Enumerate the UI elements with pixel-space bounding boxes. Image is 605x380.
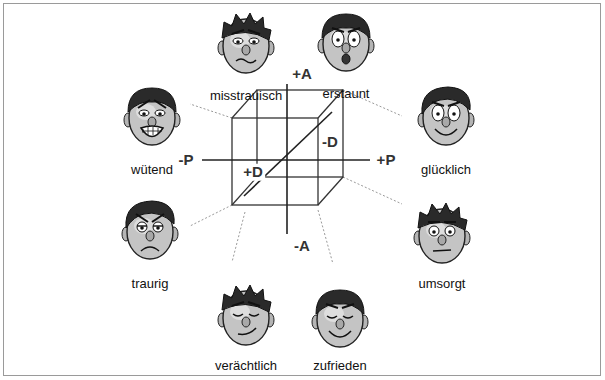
emotion-label: zufrieden (313, 359, 366, 373)
emotion-label: erstaunt (323, 87, 370, 101)
emotion-label: verächtlich (215, 359, 277, 373)
axis-label: -D (320, 134, 340, 151)
cartoon-face (124, 88, 180, 145)
cartoon-face (312, 290, 368, 347)
emotion-label: umsorgt (419, 277, 466, 291)
cartoon-face (414, 203, 470, 263)
emotion-label: misstrauisch (210, 89, 282, 103)
axis-label: +A (290, 66, 314, 83)
cartoon-face (418, 87, 474, 145)
axis-label: -P (177, 152, 196, 169)
emotion-label: traurig (132, 277, 169, 291)
emotion-label: wütend (131, 163, 173, 177)
cartoon-face (218, 285, 274, 345)
frame (4, 4, 601, 376)
faces (122, 13, 474, 347)
axis-label: +D (241, 164, 265, 181)
axis-label: -A (292, 238, 312, 255)
cartoon-face (122, 201, 178, 259)
pad-axes (202, 84, 370, 234)
axis-label: +P (375, 152, 398, 169)
cartoon-face (218, 13, 274, 73)
cartoon-face (318, 14, 374, 71)
emotion-label: glücklich (421, 163, 471, 177)
guide-lines (190, 90, 402, 264)
